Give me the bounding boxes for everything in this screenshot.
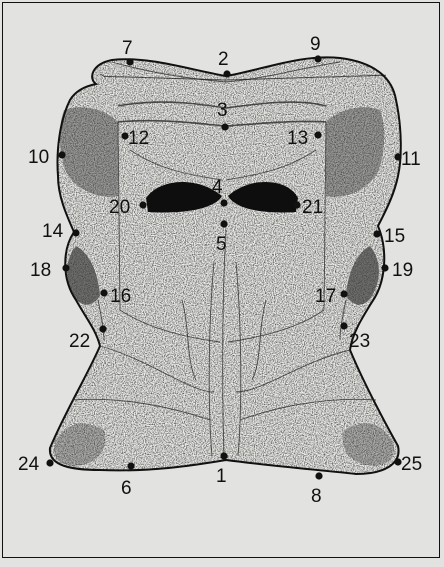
landmark-label-15: 15 xyxy=(384,226,405,247)
landmark-label-3: 3 xyxy=(217,100,228,121)
landmark-label-14: 14 xyxy=(42,221,64,242)
landmark-label-16: 16 xyxy=(110,286,131,307)
landmark-label-24: 24 xyxy=(18,454,40,475)
landmark-label-13: 13 xyxy=(287,128,308,149)
landmark-point-14 xyxy=(72,229,79,236)
landmark-label-12: 12 xyxy=(128,128,149,149)
landmark-label-11: 11 xyxy=(401,149,421,170)
landmark-label-20: 20 xyxy=(109,197,130,218)
landmark-point-8 xyxy=(315,472,322,479)
landmark-point-6 xyxy=(127,462,134,469)
landmark-label-23: 23 xyxy=(349,331,370,352)
landmark-label-8: 8 xyxy=(311,486,322,507)
landmark-label-7: 7 xyxy=(122,38,133,59)
landmark-label-4: 4 xyxy=(212,177,223,198)
landmark-point-24 xyxy=(46,459,53,466)
landmark-point-10 xyxy=(58,151,65,158)
landmark-label-19: 19 xyxy=(392,260,413,281)
landmark-point-22 xyxy=(99,325,106,332)
landmark-point-13 xyxy=(314,131,321,138)
landmark-point-20 xyxy=(139,201,146,208)
landmark-label-17: 17 xyxy=(315,286,336,307)
landmark-label-2: 2 xyxy=(218,49,229,70)
landmark-point-15 xyxy=(373,230,380,237)
landmark-point-7 xyxy=(126,58,133,65)
landmark-label-1: 1 xyxy=(216,466,227,487)
landmark-point-18 xyxy=(62,264,69,271)
landmark-point-16 xyxy=(100,289,107,296)
landmark-point-3 xyxy=(221,123,228,130)
landmark-label-10: 10 xyxy=(28,147,49,168)
landmark-label-25: 25 xyxy=(401,454,422,475)
landmark-point-1 xyxy=(220,452,227,459)
landmark-label-22: 22 xyxy=(69,331,90,352)
landmark-label-5: 5 xyxy=(216,234,227,255)
landmark-point-17 xyxy=(340,290,347,297)
landmark-point-5 xyxy=(220,220,227,227)
landmark-label-21: 21 xyxy=(302,197,323,218)
landmark-point-19 xyxy=(381,264,388,271)
landmark-label-6: 6 xyxy=(121,478,132,499)
landmark-point-9 xyxy=(314,55,321,62)
landmark-point-4 xyxy=(220,199,227,206)
landmark-point-21 xyxy=(293,201,300,208)
landmark-label-9: 9 xyxy=(310,34,321,55)
landmark-point-2 xyxy=(223,70,230,77)
landmark-point-23 xyxy=(340,322,347,329)
landmark-label-18: 18 xyxy=(30,260,51,281)
